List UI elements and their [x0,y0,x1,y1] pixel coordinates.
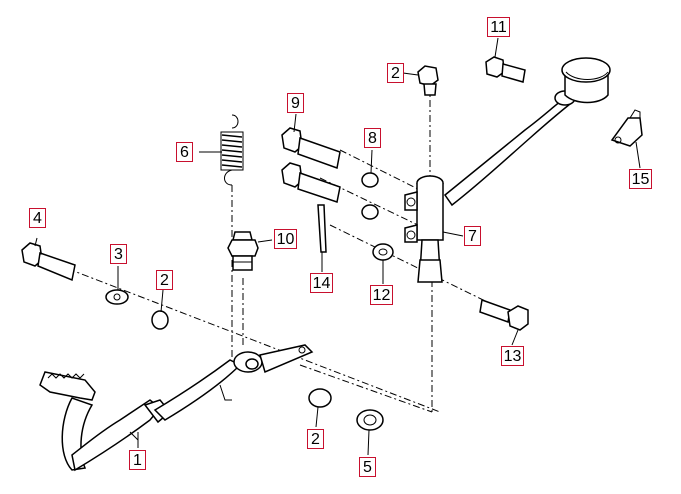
pin-14-part [317,204,327,253]
callout-1: 1 [129,450,146,470]
o-ring-2a-part [151,310,169,330]
callout-8: 8 [364,128,381,148]
callout-5: 5 [359,457,376,477]
callout-12: 12 [370,285,393,305]
master-cylinder-part [404,175,444,283]
washer-12-part [372,243,394,261]
callout-6: 6 [176,142,193,162]
callout-7: 7 [464,226,481,246]
clip-15-part [610,109,643,147]
reservoir-hose-part [443,57,611,207]
callout-2a: 2 [156,270,173,290]
callout-9: 9 [287,93,304,113]
washer-8a-part [361,172,379,188]
washer-8b-part [361,204,379,220]
callout-4: 4 [29,208,46,228]
bolt-2b-part [417,65,439,96]
return-spring-part [220,114,244,186]
callout-10: 10 [274,229,297,249]
bolts-9-part [281,127,341,203]
callout-14: 14 [310,273,333,293]
callout-11: 11 [487,17,510,37]
bolt-4-part [21,242,76,282]
callout-3: 3 [110,244,127,264]
washer-3-part [105,289,129,305]
brake-pedal-part [39,344,314,472]
washer-5-part [356,409,384,431]
cap-part [227,231,259,271]
leader-lines [34,37,641,456]
callout-2c: 2 [307,429,324,449]
callout-2b: 2 [387,63,404,83]
callout-13: 13 [501,346,524,366]
bolt-11-part [485,56,526,83]
bolt-13-part [479,298,529,331]
callout-15: 15 [629,169,652,189]
o-ring-2c-part [308,388,332,408]
